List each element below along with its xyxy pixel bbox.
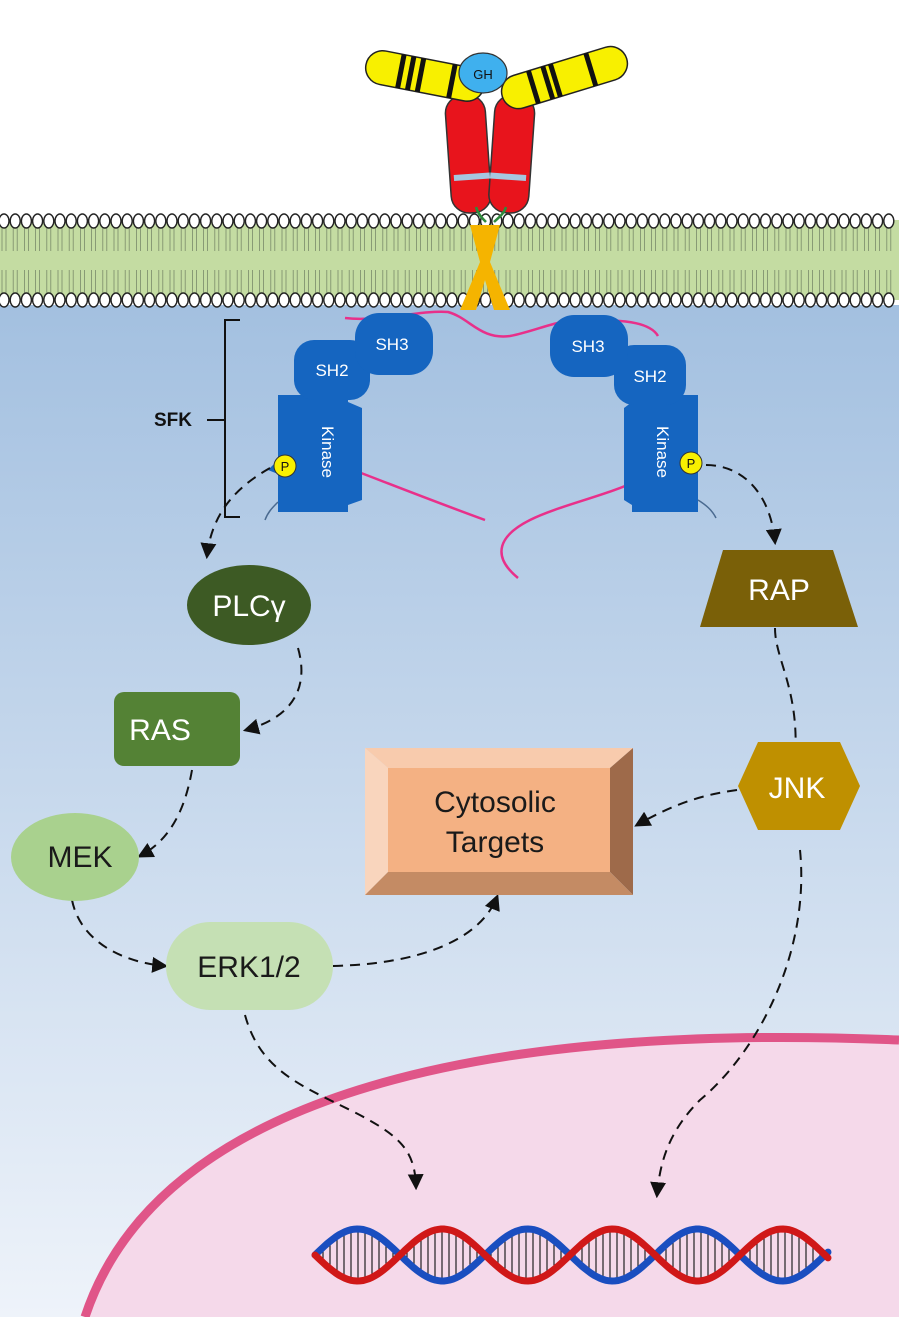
arrow-jnk-cytosolic — [634, 789, 738, 827]
plcg-label: PLCγ — [212, 590, 285, 623]
sh2-domain-right — [614, 345, 686, 405]
kinase-domain-left — [268, 395, 362, 512]
dna-helix — [311, 1225, 832, 1285]
kinase-label-right: Kinase — [653, 426, 672, 478]
mek-label: MEK — [47, 841, 112, 874]
sh2-label-right: SH2 — [633, 367, 666, 386]
arrow-erk-dna — [244, 1014, 424, 1191]
phospho-label-left: P — [281, 459, 290, 474]
phospho-left — [273, 454, 297, 478]
rap-label: RAP — [748, 574, 810, 607]
mek-node: MEK — [11, 813, 139, 901]
nucleus — [80, 1033, 899, 1319]
erk-node: ERK1/2 — [166, 922, 333, 1010]
jnk-node: JNK — [738, 742, 860, 830]
sh3-domain-left — [355, 313, 433, 375]
transmembrane-anchor — [460, 225, 510, 310]
kinase-domain-right — [624, 395, 698, 512]
sh2-label-left: SH2 — [315, 361, 348, 380]
arrow-erk-cytosolic — [332, 894, 500, 967]
arrow-rap-jnk — [774, 627, 804, 764]
cytosolic-label-line2: Targets — [446, 826, 544, 859]
cytosolic-targets-node: Cytosolic Targets — [365, 748, 633, 895]
phospho-label-right: P — [687, 456, 696, 471]
rap-node: RAP — [700, 550, 858, 627]
sh3-label-left: SH3 — [375, 335, 408, 354]
sh2-domain-left — [294, 340, 370, 400]
arrow-jnk-dna — [650, 849, 803, 1199]
sfk-bracket — [207, 319, 240, 518]
sh3-label-right: SH3 — [571, 337, 604, 356]
plcg-node: PLCγ — [187, 565, 311, 645]
gh-label: GH — [473, 67, 493, 82]
pathway-arrows — [71, 464, 804, 1199]
erk-label: ERK1/2 — [197, 951, 300, 984]
arrow-ras-mek — [137, 769, 193, 858]
ras-label: RAS — [129, 714, 191, 747]
cell-membrane — [0, 213, 899, 308]
arrow-mek-erk — [71, 899, 169, 973]
lipid-heads-outer — [0, 213, 895, 251]
sh3-domain-right — [550, 315, 628, 377]
kinase-label-left: Kinase — [318, 426, 337, 478]
cytosolic-label-line1: Cytosolic — [434, 786, 556, 819]
sfk-label: SFK — [154, 410, 192, 431]
arrow-plcg-ras — [242, 647, 303, 735]
ras-node: RAS — [114, 692, 240, 766]
gh-receptor: GH — [364, 45, 629, 310]
sfk-left: Kinase SH2 SH3 P — [264, 313, 433, 521]
phospho-right — [679, 451, 703, 475]
sfk-right: Kinase SH2 SH3 P — [550, 315, 717, 519]
gh-hormone — [458, 52, 508, 94]
arrow-sfk-plcg — [200, 467, 271, 560]
jnk-label: JNK — [769, 772, 826, 805]
